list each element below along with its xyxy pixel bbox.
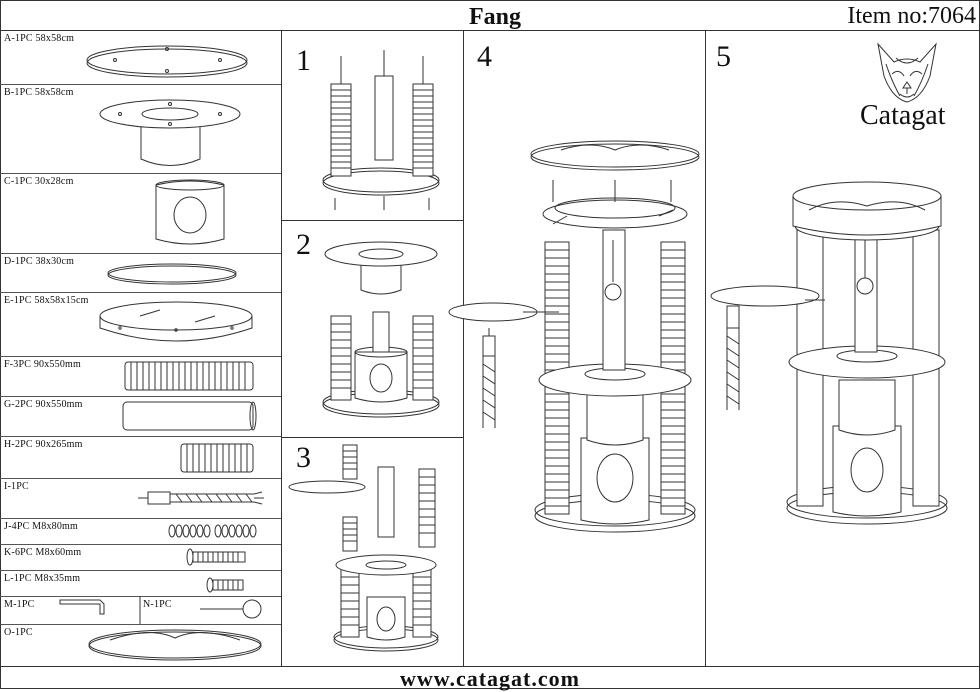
part-label-k: K-6PC M8x60mm <box>4 547 82 558</box>
part-i-rope-toy-drawing <box>138 491 264 505</box>
steps-column-divider <box>463 30 464 666</box>
part-row-o: O-1PC <box>0 624 281 666</box>
part-c-condo-drawing <box>155 179 225 245</box>
part-b-platform-drawing <box>99 99 241 166</box>
part-label-e: E-1PC 58x58x15cm <box>4 295 89 306</box>
step-2-number: 2 <box>296 228 311 261</box>
part-label-c: C-1PC 30x28cm <box>4 176 74 187</box>
part-row-i: I-1PC <box>0 478 281 519</box>
part-row-j: J-4PC M8x80mm <box>0 518 281 545</box>
step-3-number: 3 <box>296 441 311 474</box>
step-4-number: 4 <box>477 40 492 73</box>
item-number: Item no:7064 <box>847 3 976 29</box>
step1-divider <box>281 220 463 221</box>
part-row-m-n: M-1PC N-1PC <box>0 596 281 625</box>
part-g-plush-post-drawing <box>122 401 257 431</box>
part-label-j: J-4PC M8x80mm <box>4 521 79 532</box>
part-row-g: G-2PC 90x550mm <box>0 396 281 437</box>
part-row-e: E-1PC 58x58x15cm <box>0 292 281 357</box>
part-row-f: F-3PC 90x550mm <box>0 356 281 397</box>
part-label-g: G-2PC 90x550mm <box>4 399 83 410</box>
step-4-diagram <box>448 140 700 533</box>
cat-head-logo-icon <box>877 42 937 103</box>
parts-column-divider <box>281 30 282 666</box>
part-label-b: B-1PC 58x58cm <box>4 87 74 98</box>
part-label-h: H-2PC 90x265mm <box>4 439 83 450</box>
step-5-diagram <box>710 181 948 525</box>
step-2-diagram <box>322 241 440 418</box>
part-o-cushion-drawing <box>88 629 262 661</box>
part-label-m: M-1PC <box>4 599 35 610</box>
part-l-bolt-drawing <box>206 577 244 593</box>
website-url: www.catagat.com <box>400 666 580 691</box>
part-d-platform-drawing <box>107 263 237 285</box>
part-k-bolt-drawing <box>186 548 246 566</box>
part-row-c: C-1PC 30x28cm <box>0 173 281 254</box>
part-m-n-drawing <box>59 596 262 624</box>
part-row-a: A-1PC 58x58cm <box>0 30 281 85</box>
part-label-i: I-1PC <box>4 481 29 492</box>
part-label-l: L-1PC M8x35mm <box>4 573 81 584</box>
part-e-base-drawing <box>99 301 253 342</box>
header-divider <box>0 30 980 31</box>
part-h-short-post-drawing <box>180 443 254 473</box>
step-3-diagram <box>288 444 439 652</box>
part-label-a: A-1PC 58x58cm <box>4 33 75 44</box>
step5-column-divider <box>705 30 706 666</box>
part-label-d: D-1PC 38x30cm <box>4 256 75 267</box>
part-row-l: L-1PC M8x35mm <box>0 570 281 597</box>
step2-divider <box>281 437 463 438</box>
product-title: Fang <box>468 4 521 30</box>
part-label-o: O-1PC <box>4 627 33 638</box>
part-j-bolt-drawing <box>168 524 257 538</box>
part-f-sisal-post-drawing <box>124 361 254 391</box>
brand-name: Catagat <box>860 100 946 131</box>
step-1-diagram <box>322 50 440 210</box>
step-1-number: 1 <box>296 44 311 77</box>
part-row-h: H-2PC 90x265mm <box>0 436 281 479</box>
part-label-n: N-1PC <box>143 599 172 610</box>
footer-divider <box>0 666 980 667</box>
part-a-platform-drawing <box>86 45 248 78</box>
part-row-d: D-1PC 38x30cm <box>0 253 281 293</box>
part-row-b: B-1PC 58x58cm <box>0 84 281 174</box>
part-label-f: F-3PC 90x550mm <box>4 359 81 370</box>
step-5-number: 5 <box>716 40 731 73</box>
part-row-k: K-6PC M8x60mm <box>0 544 281 571</box>
